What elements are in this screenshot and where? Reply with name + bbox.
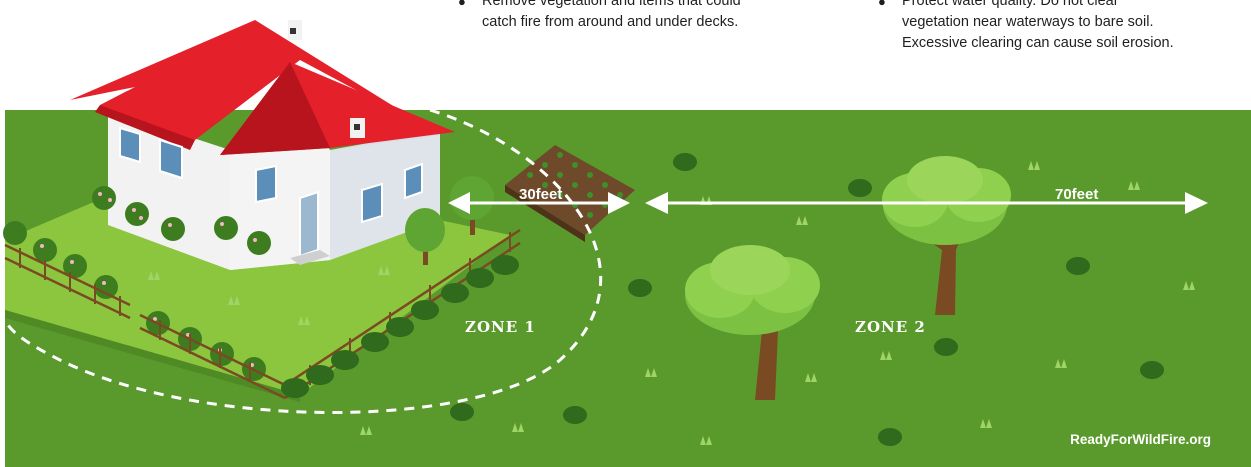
zone1-label: ZONE 1 [465,318,536,336]
zone2-distance-label: 70feet [1055,186,1098,203]
zone1-distance-label: 30feet [519,186,562,203]
source-credit: ReadyForWildFire.org [1070,432,1211,447]
zone2-label: ZONE 2 [855,318,926,336]
